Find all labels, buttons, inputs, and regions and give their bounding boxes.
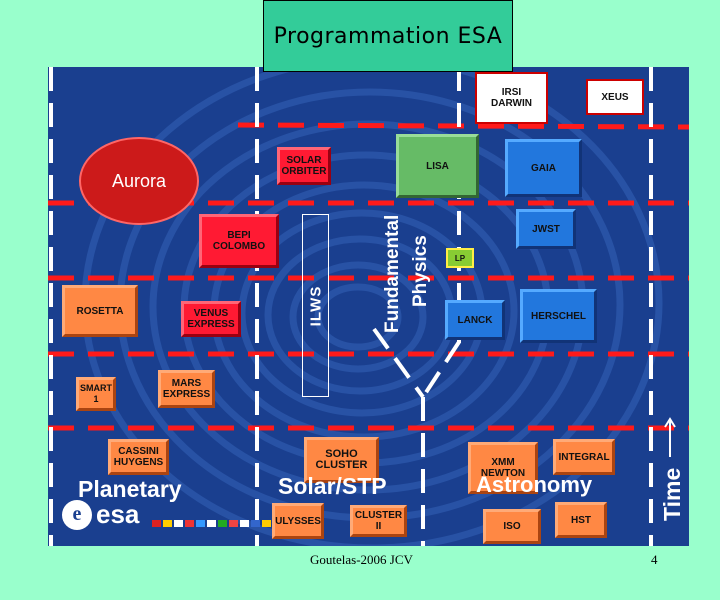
astronomy-section-label: Astronomy <box>476 472 593 497</box>
flag-icon <box>196 520 205 527</box>
mission-lisa: LISA <box>396 134 479 198</box>
flag-icon <box>262 520 271 527</box>
diagonal-dash-right <box>421 340 461 399</box>
mission-irsi-darwin: IRSI DARWIN <box>475 72 548 124</box>
flag-icon <box>152 520 161 527</box>
mission-ulysses: ULYSSES <box>272 503 324 539</box>
footer-credit: Goutelas-2006 JCV <box>310 552 413 567</box>
flag-icon <box>240 520 249 527</box>
time-arrow-icon <box>664 417 676 457</box>
mission-rosetta: ROSETTA <box>62 285 138 337</box>
esa-logo-text: esa <box>96 499 140 529</box>
mission-gaia: GAIA <box>505 139 582 197</box>
flag-icon <box>251 520 260 527</box>
flag-icon <box>218 520 227 527</box>
esa-program-diagram: Aurora ILWS Fundamental Physics Time IRS… <box>48 67 689 546</box>
mission-hst: HST <box>555 502 607 538</box>
flag-icon <box>207 520 216 527</box>
flag-icon <box>174 520 183 527</box>
mission-herschel: HERSCHEL <box>520 289 597 343</box>
slide-title: Programmation ESA <box>263 0 513 72</box>
mission-xmm-newton: XMM NEWTON <box>468 442 538 494</box>
mission-planck: LANCK <box>445 300 505 340</box>
planetary-section-label: Planetary <box>78 476 182 502</box>
horizontal-dash-1 <box>237 122 689 130</box>
diagonal-dash-left <box>372 327 425 399</box>
time-axis-label: Time <box>659 467 685 521</box>
aurora-ellipse: Aurora <box>79 137 199 225</box>
mission-cluster-ii: CLUSTER II <box>350 505 407 537</box>
esa-logo-icon: e <box>62 499 92 530</box>
mission-soho-cluster: SOHO CLUSTER <box>304 437 379 483</box>
mission-cassini-huygens: CASSINI HUYGENS <box>108 439 169 475</box>
roadmap-grid <box>48 67 689 546</box>
esa-logo: e esa <box>62 499 139 530</box>
mission-xeus: XEUS <box>586 79 644 115</box>
ilws-label: ILWS <box>307 285 324 326</box>
flag-icon <box>163 520 172 527</box>
mission-lp: LP <box>446 248 474 268</box>
mission-smart-1: SMART 1 <box>76 377 116 411</box>
solar-stp-section-label: Solar/STP <box>278 473 387 499</box>
mission-jwst: JWST <box>516 209 576 249</box>
mission-integral: INTEGRAL <box>553 439 615 475</box>
page-number: 4 <box>651 552 658 567</box>
mission-mars-express: MARS EXPRESS <box>158 370 215 408</box>
mission-bepi-colombo: BEPI COLOMBO <box>199 214 279 268</box>
mission-solar-orbiter: SOLAR ORBITER <box>277 147 331 185</box>
mission-iso: ISO <box>483 509 541 544</box>
ilws-box: ILWS <box>302 214 329 397</box>
flag-icon <box>229 520 238 527</box>
member-flags <box>152 520 271 527</box>
fundamental-label: Fundamental <box>382 214 403 333</box>
mission-venus-express: VENUS EXPRESS <box>181 301 241 337</box>
flag-icon <box>185 520 194 527</box>
physics-label: Physics <box>410 235 431 307</box>
